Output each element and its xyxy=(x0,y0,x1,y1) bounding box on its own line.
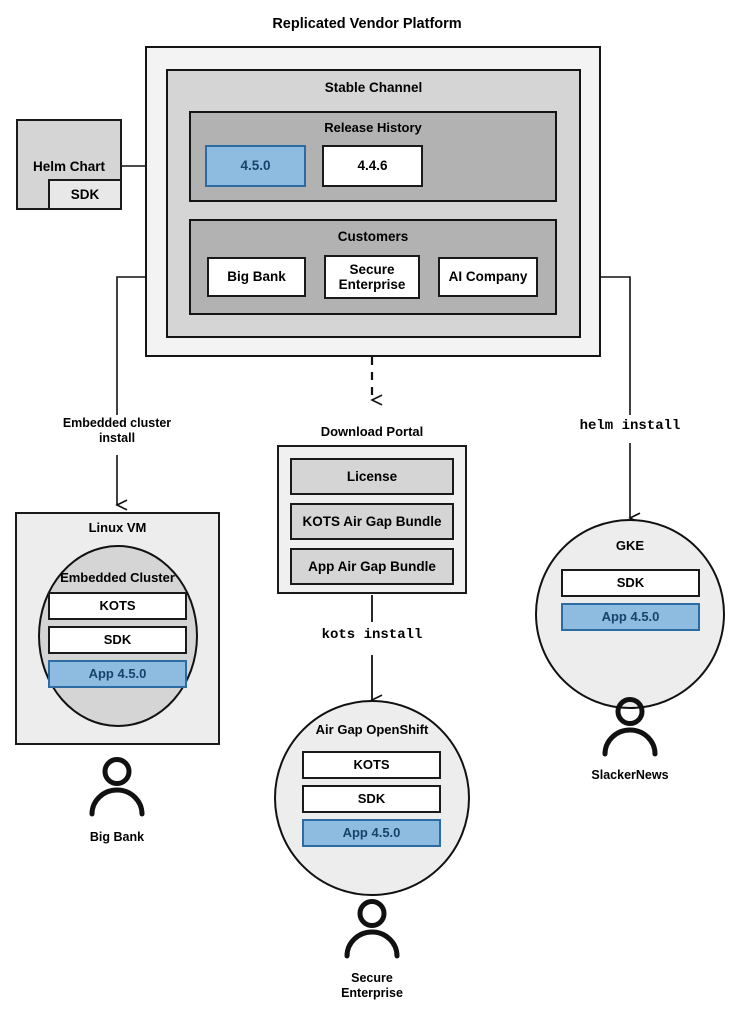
linux-vm-component-sdk[interactable]: SDK xyxy=(48,626,187,654)
component-label: App 4.5.0 xyxy=(601,608,660,624)
flow-label-helm-install: helm install xyxy=(579,418,681,434)
gke-component-app[interactable]: App 4.5.0 xyxy=(561,603,700,631)
component-label: SDK xyxy=(616,574,645,590)
stable-channel-title: Stable Channel xyxy=(324,80,423,95)
linux-vm-component-app[interactable]: App 4.5.0 xyxy=(48,660,187,688)
download-portal-title: Download Portal xyxy=(320,424,424,439)
release-history-title: Release History xyxy=(324,120,422,135)
persona-label-line2: Enterprise xyxy=(341,986,403,1001)
customer-big-bank[interactable]: Big Bank xyxy=(207,257,306,297)
customer-label-line1: Secure xyxy=(349,261,395,277)
download-portal-artifact-kots-airgap[interactable]: KOTS Air Gap Bundle xyxy=(290,503,454,540)
flow-label-kots-install: kots install xyxy=(321,627,423,643)
artifact-label: License xyxy=(346,468,398,484)
component-label: KOTS xyxy=(99,597,136,613)
flow-label-line1: Embedded cluster xyxy=(62,416,172,430)
helm-chart-label: Helm Chart xyxy=(32,159,105,174)
flow-label-line2: install xyxy=(98,431,136,446)
gke-component-sdk[interactable]: SDK xyxy=(561,569,700,597)
helm-chart-sdk-box[interactable]: SDK xyxy=(48,179,122,210)
release-version-label: 4.4.6 xyxy=(357,158,388,174)
target-air-gap-openshift-label: Air Gap OpenShift xyxy=(315,722,429,737)
openshift-component-sdk[interactable]: SDK xyxy=(302,785,441,813)
persona-icon-secure-enterprise xyxy=(344,899,400,959)
component-label: KOTS xyxy=(353,756,390,772)
component-label: SDK xyxy=(103,631,132,647)
openshift-component-app[interactable]: App 4.5.0 xyxy=(302,819,441,847)
customer-label: AI Company xyxy=(448,269,528,285)
release-version-4-4-6[interactable]: 4.4.6 xyxy=(322,145,423,187)
persona-label-slackernews: SlackerNews xyxy=(591,768,669,782)
helm-chart-box[interactable]: Helm Chart xyxy=(16,119,122,210)
release-version-4-5-0[interactable]: 4.5.0 xyxy=(205,145,306,187)
artifact-label: KOTS Air Gap Bundle xyxy=(302,513,442,529)
helm-chart-sdk-label: SDK xyxy=(70,186,100,202)
customer-secure-enterprise[interactable]: Secure Enterprise xyxy=(324,255,420,299)
embedded-cluster-label: Embedded Cluster xyxy=(60,570,175,585)
linux-vm-component-kots[interactable]: KOTS xyxy=(48,592,187,620)
persona-icon-big-bank xyxy=(89,757,145,817)
target-linux-vm-label: Linux VM xyxy=(88,520,147,535)
customer-label-line2: Enterprise xyxy=(338,277,406,292)
persona-icon-slackernews xyxy=(602,697,658,757)
component-label: App 4.5.0 xyxy=(342,824,401,840)
customer-label: Big Bank xyxy=(227,269,286,285)
persona-label-line1: Secure xyxy=(351,971,393,985)
artifact-label: App Air Gap Bundle xyxy=(308,558,436,574)
customer-ai-company[interactable]: AI Company xyxy=(438,257,538,297)
download-portal-artifact-license[interactable]: License xyxy=(290,458,454,495)
customers-title: Customers xyxy=(337,229,409,244)
target-gke-label: GKE xyxy=(615,538,645,553)
openshift-component-kots[interactable]: KOTS xyxy=(302,751,441,779)
persona-label-secure-enterprise: Secure Enterprise xyxy=(272,971,472,1002)
download-portal-artifact-app-airgap[interactable]: App Air Gap Bundle xyxy=(290,548,454,585)
release-version-label: 4.5.0 xyxy=(240,158,271,174)
component-label: SDK xyxy=(357,790,386,806)
component-label: App 4.5.0 xyxy=(88,665,147,681)
flow-label-embedded-cluster-install: Embedded cluster install xyxy=(17,416,217,447)
page-title: Replicated Vendor Platform xyxy=(272,16,462,32)
persona-label-big-bank: Big Bank xyxy=(89,830,145,844)
